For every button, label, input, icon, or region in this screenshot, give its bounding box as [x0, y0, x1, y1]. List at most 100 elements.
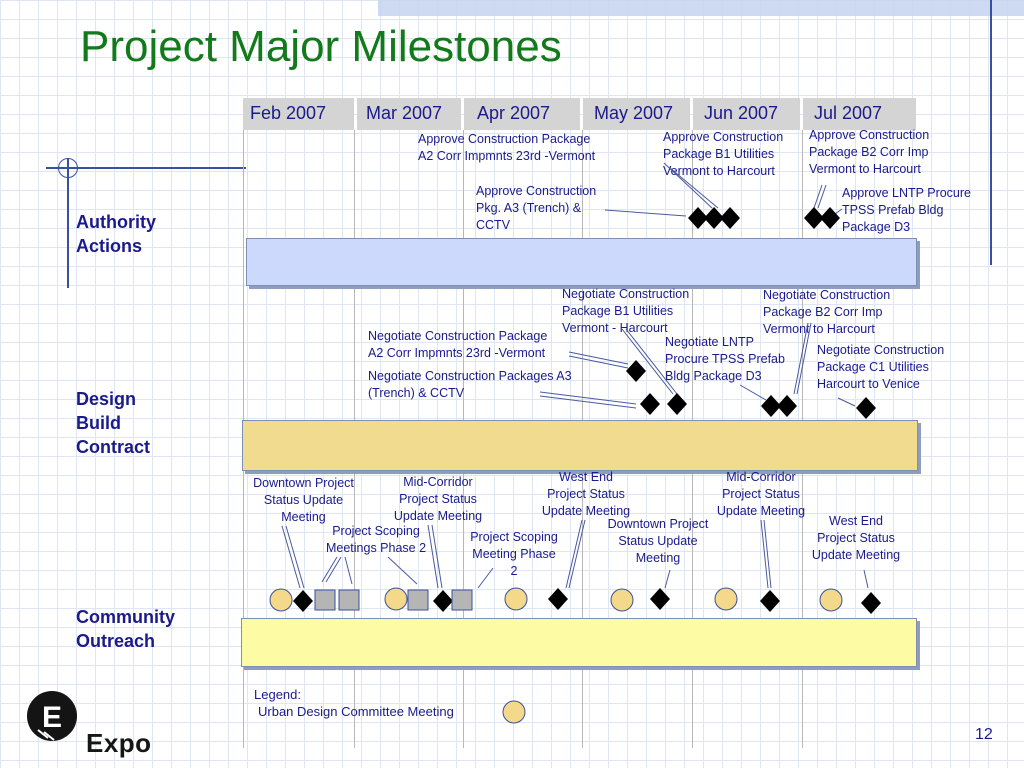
month-label: Jun 2007 — [704, 103, 779, 123]
page-title: Project Major Milestones — [80, 22, 562, 71]
milestone-note: Downtown Project Status Update Meeting — [607, 517, 709, 565]
leader-line — [763, 519, 772, 589]
milestone-note: West End Project Status Update Meeting — [811, 514, 901, 562]
milestone-note: Approve Construction Package A2 Corr Imp… — [418, 132, 596, 163]
leader-line — [817, 184, 827, 209]
milestone-diamond — [720, 207, 740, 229]
section-label-design: Design Build Contract — [76, 389, 151, 457]
leader-line — [568, 351, 629, 365]
milestone-diamond — [704, 207, 724, 229]
scoping-meeting-square — [407, 589, 429, 611]
milestone-note: Negotiate Construction Packages A3 (Tren… — [368, 369, 572, 400]
leader-line — [387, 556, 418, 585]
leader-line — [621, 328, 674, 395]
milestone-diamond — [548, 588, 568, 610]
leader-lines — [281, 162, 869, 589]
milestone-note: Mid-Corridor Project Status Update Meeti… — [393, 475, 483, 523]
milestone-note: Approve LNTP Procure TPSS Prefab Bldg Pa… — [842, 186, 971, 234]
decorative-right-line — [990, 0, 992, 265]
leader-line — [344, 556, 353, 585]
leader-line — [739, 384, 767, 401]
month-header-may — [583, 98, 690, 130]
milestone-note: Negotiate Construction Package B1 Utilit… — [562, 287, 690, 335]
month-header-mar — [357, 98, 461, 130]
month-header-jul — [803, 98, 916, 130]
expo-logo-icon: E — [27, 691, 77, 741]
milestone-note: Negotiate Construction Package C1 Utilit… — [817, 343, 945, 391]
svg-text:E: E — [42, 701, 62, 734]
design-build-band — [242, 420, 918, 471]
milestone-diamond — [804, 207, 824, 229]
leader-line — [863, 569, 869, 589]
month-label: Jul 2007 — [814, 103, 883, 123]
leader-line — [813, 184, 823, 209]
milestone-note: Project Scoping Meeting Phase 2 — [470, 530, 558, 578]
milestone-diamond — [688, 207, 708, 229]
leader-line — [796, 322, 812, 395]
milestone-note: Negotiate Construction Package A2 Corr I… — [368, 329, 548, 360]
leader-line — [663, 162, 713, 209]
udc-meeting-circle — [269, 588, 293, 612]
milestone-diamond — [650, 588, 670, 610]
leader-line — [793, 322, 809, 395]
milestone-note: Downtown Project Status Update Meeting — [253, 476, 354, 524]
leader-line — [669, 167, 719, 209]
milestone-note: Approve Construction Pkg. A3 (Trench) & … — [476, 184, 597, 232]
milestone-note: Negotiate LNTP Procure TPSS Prefab Bldg … — [665, 335, 785, 383]
udc-meeting-circle — [819, 588, 843, 612]
milestone-note: Approve Construction Package B2 Corr Imp… — [809, 128, 930, 176]
milestone-note: Mid-Corridor Project Status Update Meeti… — [716, 470, 806, 518]
leader-line — [837, 397, 856, 407]
milestone-note: Project Scoping Meetings Phase 2 — [325, 524, 427, 555]
milestone-note: Approve Construction Package B1 Utilitie… — [663, 130, 784, 178]
milestone-note: Negotiate Construction Package B2 Corr I… — [763, 288, 891, 336]
milestone-diamond — [293, 590, 313, 612]
udc-meeting-circle — [610, 588, 634, 612]
leader-line — [625, 328, 678, 395]
leader-line — [427, 524, 439, 589]
month-label: Mar 2007 — [366, 103, 443, 123]
decorative-horizontal-line — [46, 167, 246, 169]
milestone-diamond — [856, 397, 876, 419]
authority-actions-band — [246, 238, 917, 286]
logo-text: Expo — [86, 728, 152, 758]
milestone-diamond — [861, 592, 881, 614]
legend-label: Legend: — [254, 687, 301, 702]
leader-line — [285, 525, 305, 589]
udc-meeting-circle — [504, 587, 528, 611]
udc-meeting-circle — [384, 587, 408, 611]
leader-line — [760, 519, 769, 589]
milestone-diamond — [760, 590, 780, 612]
milestone-note: West End Project Status Update Meeting — [541, 470, 631, 518]
milestone-diamond — [433, 590, 453, 612]
leader-line — [477, 567, 494, 589]
legend-circle-icon — [502, 700, 526, 724]
leader-line — [834, 208, 843, 215]
milestone-diamond — [820, 207, 840, 229]
month-label: May 2007 — [594, 103, 674, 123]
leader-line — [604, 209, 687, 217]
milestone-diamond — [667, 393, 687, 415]
scoping-meeting-square — [338, 589, 360, 611]
page-number: 12 — [975, 726, 993, 743]
milestone-diamond — [640, 393, 660, 415]
scoping-meeting-square — [314, 589, 336, 611]
leader-line — [664, 569, 671, 589]
leader-line — [539, 391, 637, 405]
month-header-feb — [243, 98, 354, 130]
milestone-diamond — [626, 360, 646, 382]
decorative-circle — [58, 158, 78, 178]
month-label: Apr 2007 — [477, 103, 551, 123]
leader-line — [568, 519, 586, 589]
community-outreach-band — [241, 618, 917, 667]
leader-line — [431, 524, 443, 589]
leader-line — [565, 519, 583, 589]
leader-line — [539, 395, 637, 409]
milestone-diamond — [777, 395, 797, 417]
scoping-meeting-square — [451, 589, 473, 611]
month-header-jun — [693, 98, 800, 130]
udc-meeting-circle — [714, 587, 738, 611]
section-label-authority: Authority Actions — [76, 212, 156, 256]
decorative-vertical-line — [67, 158, 69, 288]
